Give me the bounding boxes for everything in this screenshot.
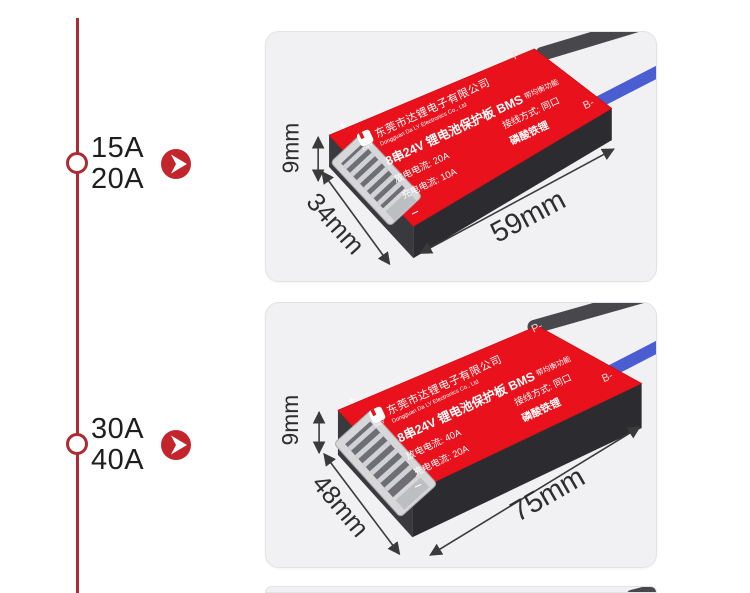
terminal-plus-mark: + xyxy=(335,116,349,134)
length-arrow xyxy=(429,426,641,556)
daly-logo-icon: DALY xyxy=(356,129,374,151)
amp-label: 30A xyxy=(91,413,145,445)
terminal-plus-mark: + xyxy=(344,391,358,409)
play-icon xyxy=(171,435,187,455)
logo-text: DALY xyxy=(362,142,374,151)
amp-rating-group-2: 30A 40A xyxy=(91,414,144,476)
thickness-dimension: 9mm xyxy=(277,395,303,446)
play-button-1[interactable] xyxy=(161,149,191,179)
black-power-wire xyxy=(527,303,644,334)
width-arrow xyxy=(321,170,391,266)
amp-label: 20A xyxy=(91,163,145,195)
timeline-line xyxy=(76,18,79,593)
blue-power-wire xyxy=(591,65,656,109)
bms-board-image-small: + − P- B- DALY 东莞市达锂电子有限公司 Dongguan Da L… xyxy=(277,32,656,266)
black-power-wire xyxy=(535,32,639,61)
width-arrow xyxy=(323,452,401,556)
play-icon xyxy=(171,154,187,174)
pad-p-label: P- xyxy=(530,320,545,336)
black-power-wire xyxy=(625,587,656,592)
pad-p-label: P- xyxy=(511,47,526,63)
bms-board-image-large: + − P- B- DALY 东莞市达锂电子有限公司 Dongguan Da L… xyxy=(277,303,656,556)
length-arrow xyxy=(419,148,615,254)
play-button-2[interactable] xyxy=(161,430,191,460)
amp-label: 40A xyxy=(91,444,145,476)
product-card-bms-small: + − P- B- DALY 东莞市达锂电子有限公司 Dongguan Da L… xyxy=(265,31,657,282)
thickness-dimension: 9mm xyxy=(277,123,303,174)
daly-logo-icon: DALY xyxy=(368,406,386,428)
product-card-partial xyxy=(265,586,657,593)
product-card-bms-large: + − P- B- DALY 东莞市达锂电子有限公司 Dongguan Da L… xyxy=(265,302,657,568)
pad-b-label: B- xyxy=(581,96,596,112)
amp-label: 15A xyxy=(91,132,145,164)
timeline-node-1 xyxy=(66,152,88,174)
logo-text: DALY xyxy=(373,419,385,428)
timeline-node-2 xyxy=(66,433,88,455)
amp-rating-group-1: 15A 20A xyxy=(91,133,144,195)
pad-b-label: B- xyxy=(600,369,615,385)
